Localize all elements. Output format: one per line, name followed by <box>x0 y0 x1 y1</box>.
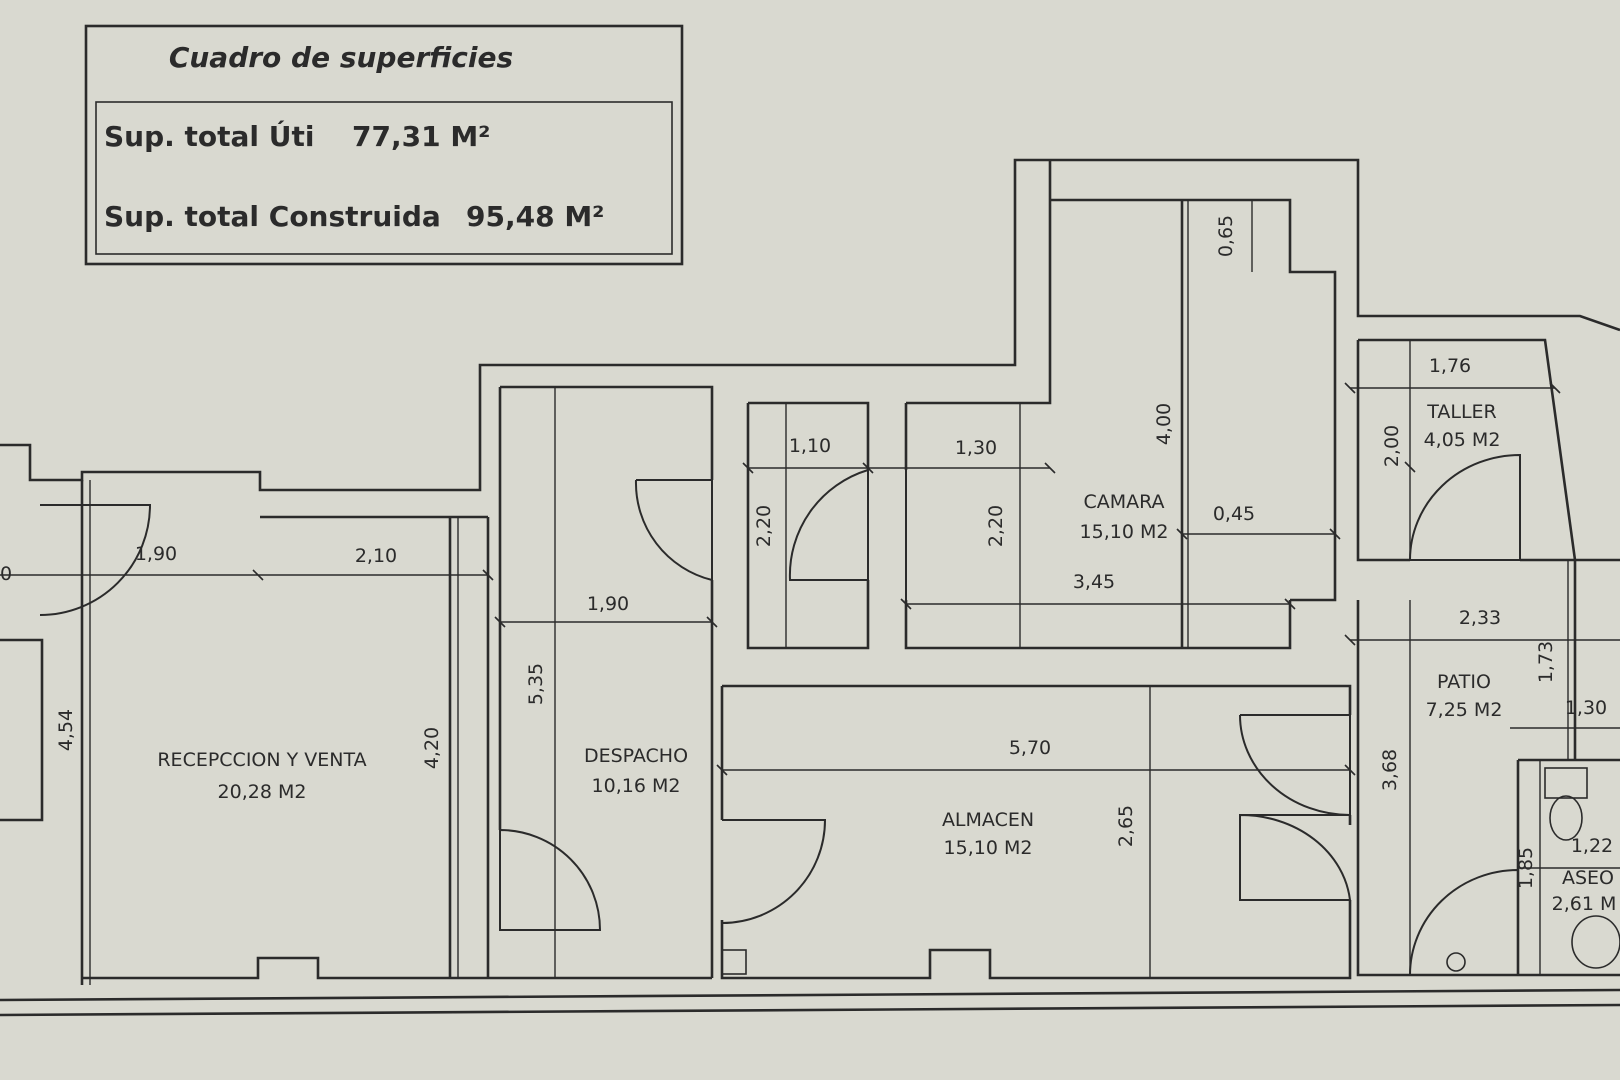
dim-label-130a: 1,30 <box>955 437 997 459</box>
dim-label-345: 3,45 <box>1073 571 1115 593</box>
west-stub <box>0 638 44 822</box>
built-surface-label: Sup. total Construida <box>104 200 441 233</box>
south-street-line-2 <box>0 1003 1620 1017</box>
useful-surface-value: 77,31 M² <box>352 120 490 153</box>
dim-label-200: 2,00 <box>1381 425 1403 467</box>
wall-taller-north <box>1358 338 1577 561</box>
doors <box>39 453 1521 976</box>
door-despacho-north <box>634 479 713 582</box>
wall-patio-west <box>1356 600 1620 977</box>
wall-camara-south <box>904 600 1292 650</box>
dim-label-454: 4,54 <box>55 709 77 751</box>
room-area-recepcion: 20,28 M2 <box>218 781 307 803</box>
column-icon <box>721 949 747 975</box>
dim-label-368: 3,68 <box>1379 749 1401 791</box>
table-outer-frame <box>84 24 684 266</box>
dim-label-220b: 2,20 <box>985 505 1007 547</box>
dim-label-185: 1,85 <box>1515 847 1537 889</box>
dim-label-190a: 1,90 <box>135 543 177 565</box>
dim-label-220a: 2,20 <box>753 505 775 547</box>
dim-label-045: 0,45 <box>1213 503 1255 525</box>
room-name-aseo: ASEO <box>1562 867 1614 889</box>
room-name-taller: TALLER <box>1426 401 1497 423</box>
fixtures <box>721 767 1620 975</box>
dim-label-122: 1,22 <box>1571 835 1613 857</box>
dim-label-535: 5,35 <box>525 663 547 705</box>
north-wall <box>0 158 1620 492</box>
room-area-patio: 7,25 M2 <box>1426 699 1503 721</box>
exterior-walls <box>0 158 1620 1017</box>
door-despacho <box>499 829 602 931</box>
room-labels: RECEPCCION Y VENTA 20,28 M2 DESPACHO 10,… <box>157 401 1616 915</box>
wall-corridor-1 <box>746 403 870 650</box>
door-almacen-patio-bottom <box>1239 813 1352 901</box>
drain-icon <box>1446 952 1466 972</box>
dim-label-233: 2,33 <box>1459 607 1501 629</box>
wall-despacho-north <box>500 385 714 480</box>
dimension-lines <box>0 200 1620 985</box>
wall-taller-west <box>1356 340 1410 562</box>
room-area-despacho: 10,16 M2 <box>592 775 681 797</box>
door-almacen-patio-top <box>1239 714 1351 817</box>
dim-ticks <box>252 382 1561 776</box>
wall-almacen-south <box>720 900 1352 980</box>
toilet-icon <box>1549 795 1583 841</box>
dim-label-065: 0,65 <box>1215 215 1237 257</box>
door-aseo <box>1409 868 1519 976</box>
built-surface-value: 95,48 M² <box>466 200 604 233</box>
dim-label-110: 1,10 <box>789 435 831 457</box>
wall-corridor-2-north <box>906 160 1052 405</box>
room-area-aseo: 2,61 M <box>1552 893 1617 915</box>
room-name-camara: CAMARA <box>1083 491 1164 513</box>
dim-label-420: 4,20 <box>421 727 443 769</box>
interior-walls <box>82 160 1620 980</box>
south-street-line <box>0 988 1620 1002</box>
dim-label-570: 5,70 <box>1009 737 1051 759</box>
wall-camara-east <box>1050 198 1337 602</box>
dim-label-130b: 1,30 <box>1565 697 1607 719</box>
door-corridor-1 <box>788 469 869 581</box>
wall-almacen-north <box>722 684 1352 715</box>
room-area-camara: 15,10 M2 <box>1080 521 1169 543</box>
dim-label-400: 4,00 <box>1153 403 1175 445</box>
dim-label-265: 2,65 <box>1115 805 1137 847</box>
room-area-taller: 4,05 M2 <box>1424 429 1501 451</box>
dim-label-210: 2,10 <box>355 545 397 567</box>
door-entry <box>39 504 152 616</box>
dim-label-190b: 1,90 <box>587 593 629 615</box>
door-taller <box>1409 453 1521 561</box>
toilet-tank <box>1544 767 1588 799</box>
dim-label-090: 0 <box>0 563 12 585</box>
room-name-patio: PATIO <box>1437 671 1491 693</box>
useful-surface-label: Sup. total Úti <box>104 119 315 153</box>
room-name-almacen: ALMACEN <box>942 809 1034 831</box>
wall-south-front <box>82 956 712 980</box>
room-area-almacen: 15,10 M2 <box>944 837 1033 859</box>
dimension-labels: 0 1,90 2,10 1,90 1,10 1,30 3,45 0,45 5,7… <box>0 215 1613 889</box>
sink-icon <box>1571 915 1620 969</box>
wall-corridor-1-north <box>748 401 870 470</box>
table-title: Cuadro de superficies <box>169 41 513 74</box>
room-name-despacho: DESPACHO <box>584 745 688 767</box>
surfaces-table: Cuadro de superficies Sup. total Úti 77,… <box>84 24 684 266</box>
room-name-recepcion: RECEPCCION Y VENTA <box>157 749 366 771</box>
dim-label-173: 1,73 <box>1535 641 1557 683</box>
door-almacen-west <box>721 819 827 924</box>
dim-label-176: 1,76 <box>1429 355 1471 377</box>
table-inner-frame <box>95 101 673 255</box>
